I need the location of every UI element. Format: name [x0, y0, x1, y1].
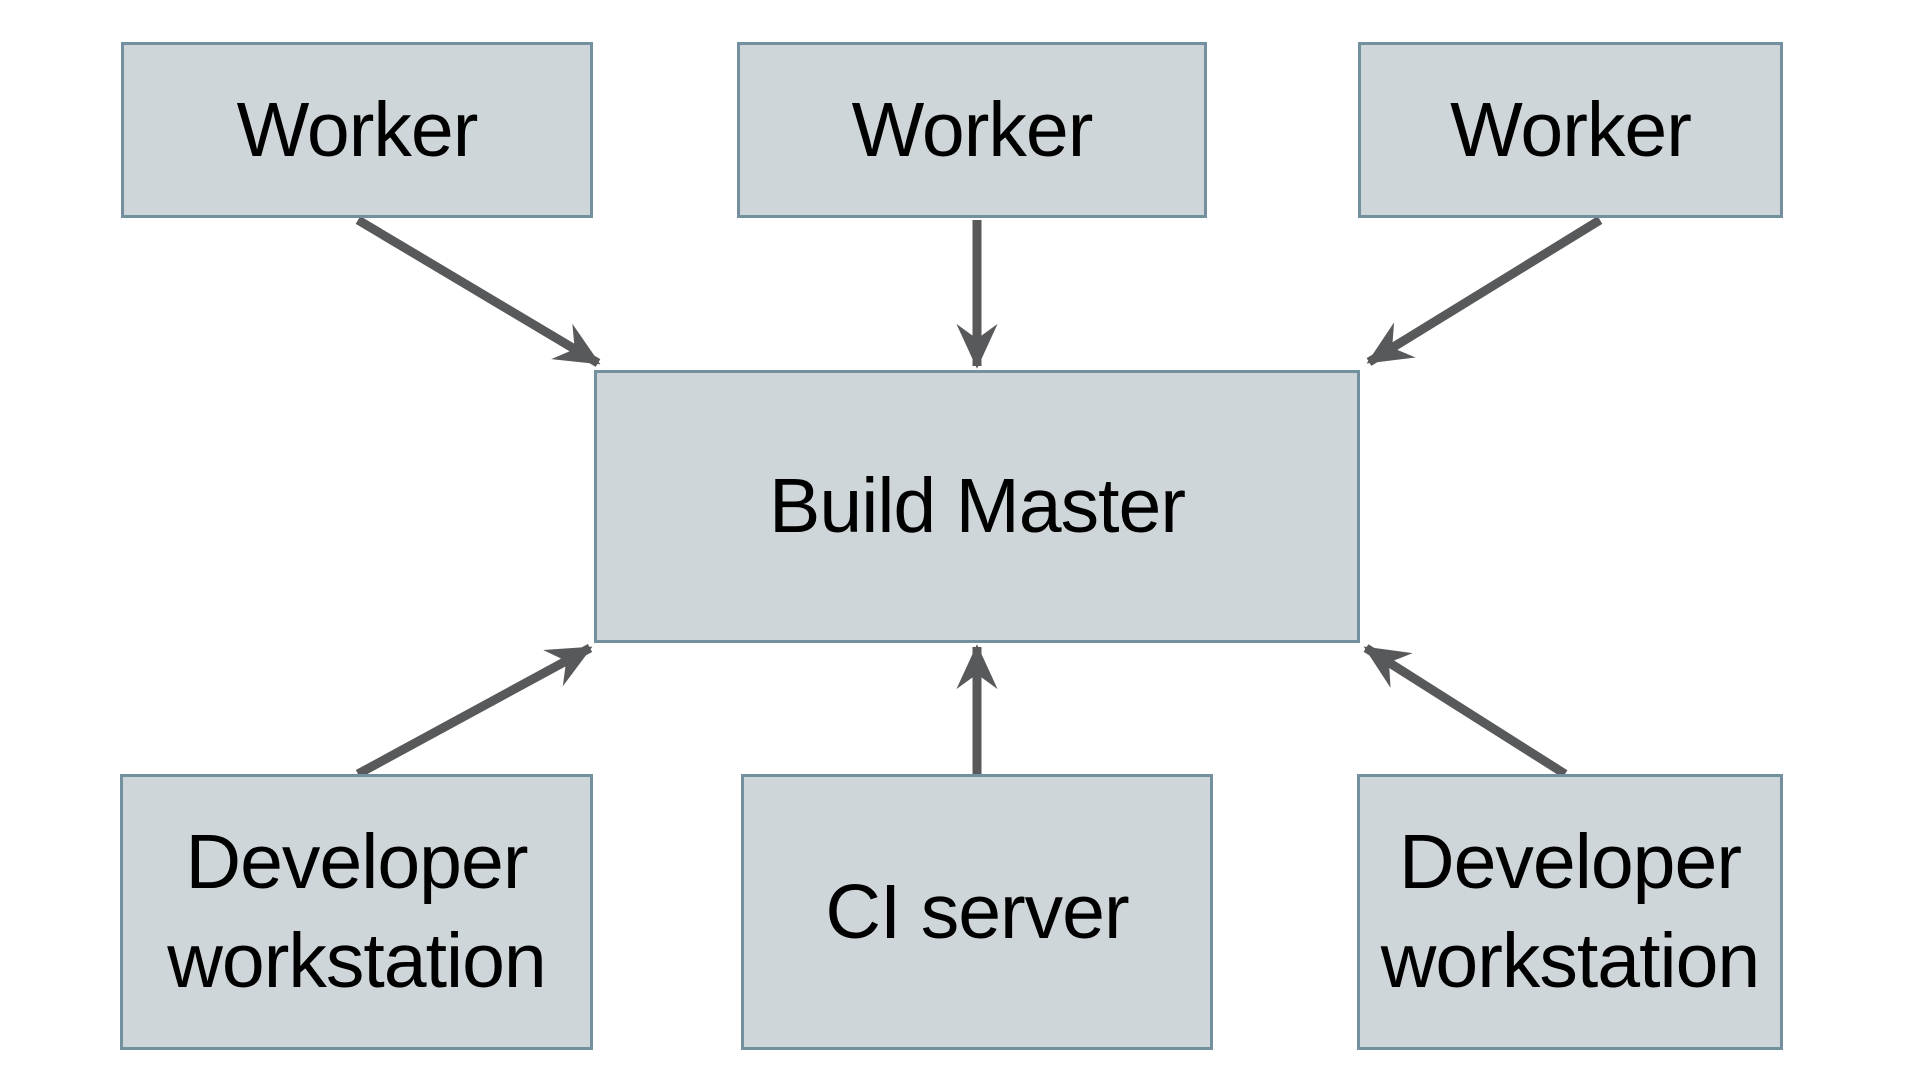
- node-worker-3: Worker: [1358, 42, 1783, 218]
- node-ci-server-label: CI server: [825, 868, 1129, 955]
- node-build-master: Build Master: [594, 370, 1360, 643]
- arrow-worker-1-to-build-master: [355, 216, 601, 367]
- node-ci-server: CI server: [741, 774, 1213, 1050]
- node-worker-3-label: Worker: [1450, 86, 1692, 173]
- node-worker-2: Worker: [737, 42, 1207, 218]
- arrow-worker-3-to-build-master: [1366, 216, 1603, 366]
- node-developer-workstation-left-label: Developer workstation: [167, 819, 546, 1004]
- node-worker-1: Worker: [121, 42, 593, 218]
- node-build-master-label: Build Master: [769, 463, 1186, 550]
- node-worker-1-label: Worker: [236, 86, 479, 173]
- node-worker-2-label: Worker: [851, 86, 1094, 173]
- arrow-developer-workstation-left-to-build-master: [355, 644, 593, 778]
- node-developer-workstation-right-label: Developer workstation: [1380, 819, 1760, 1004]
- node-developer-workstation-left: Developer workstation: [120, 774, 593, 1050]
- arrow-developer-workstation-right-to-build-master: [1363, 644, 1568, 778]
- node-developer-workstation-right: Developer workstation: [1357, 774, 1783, 1050]
